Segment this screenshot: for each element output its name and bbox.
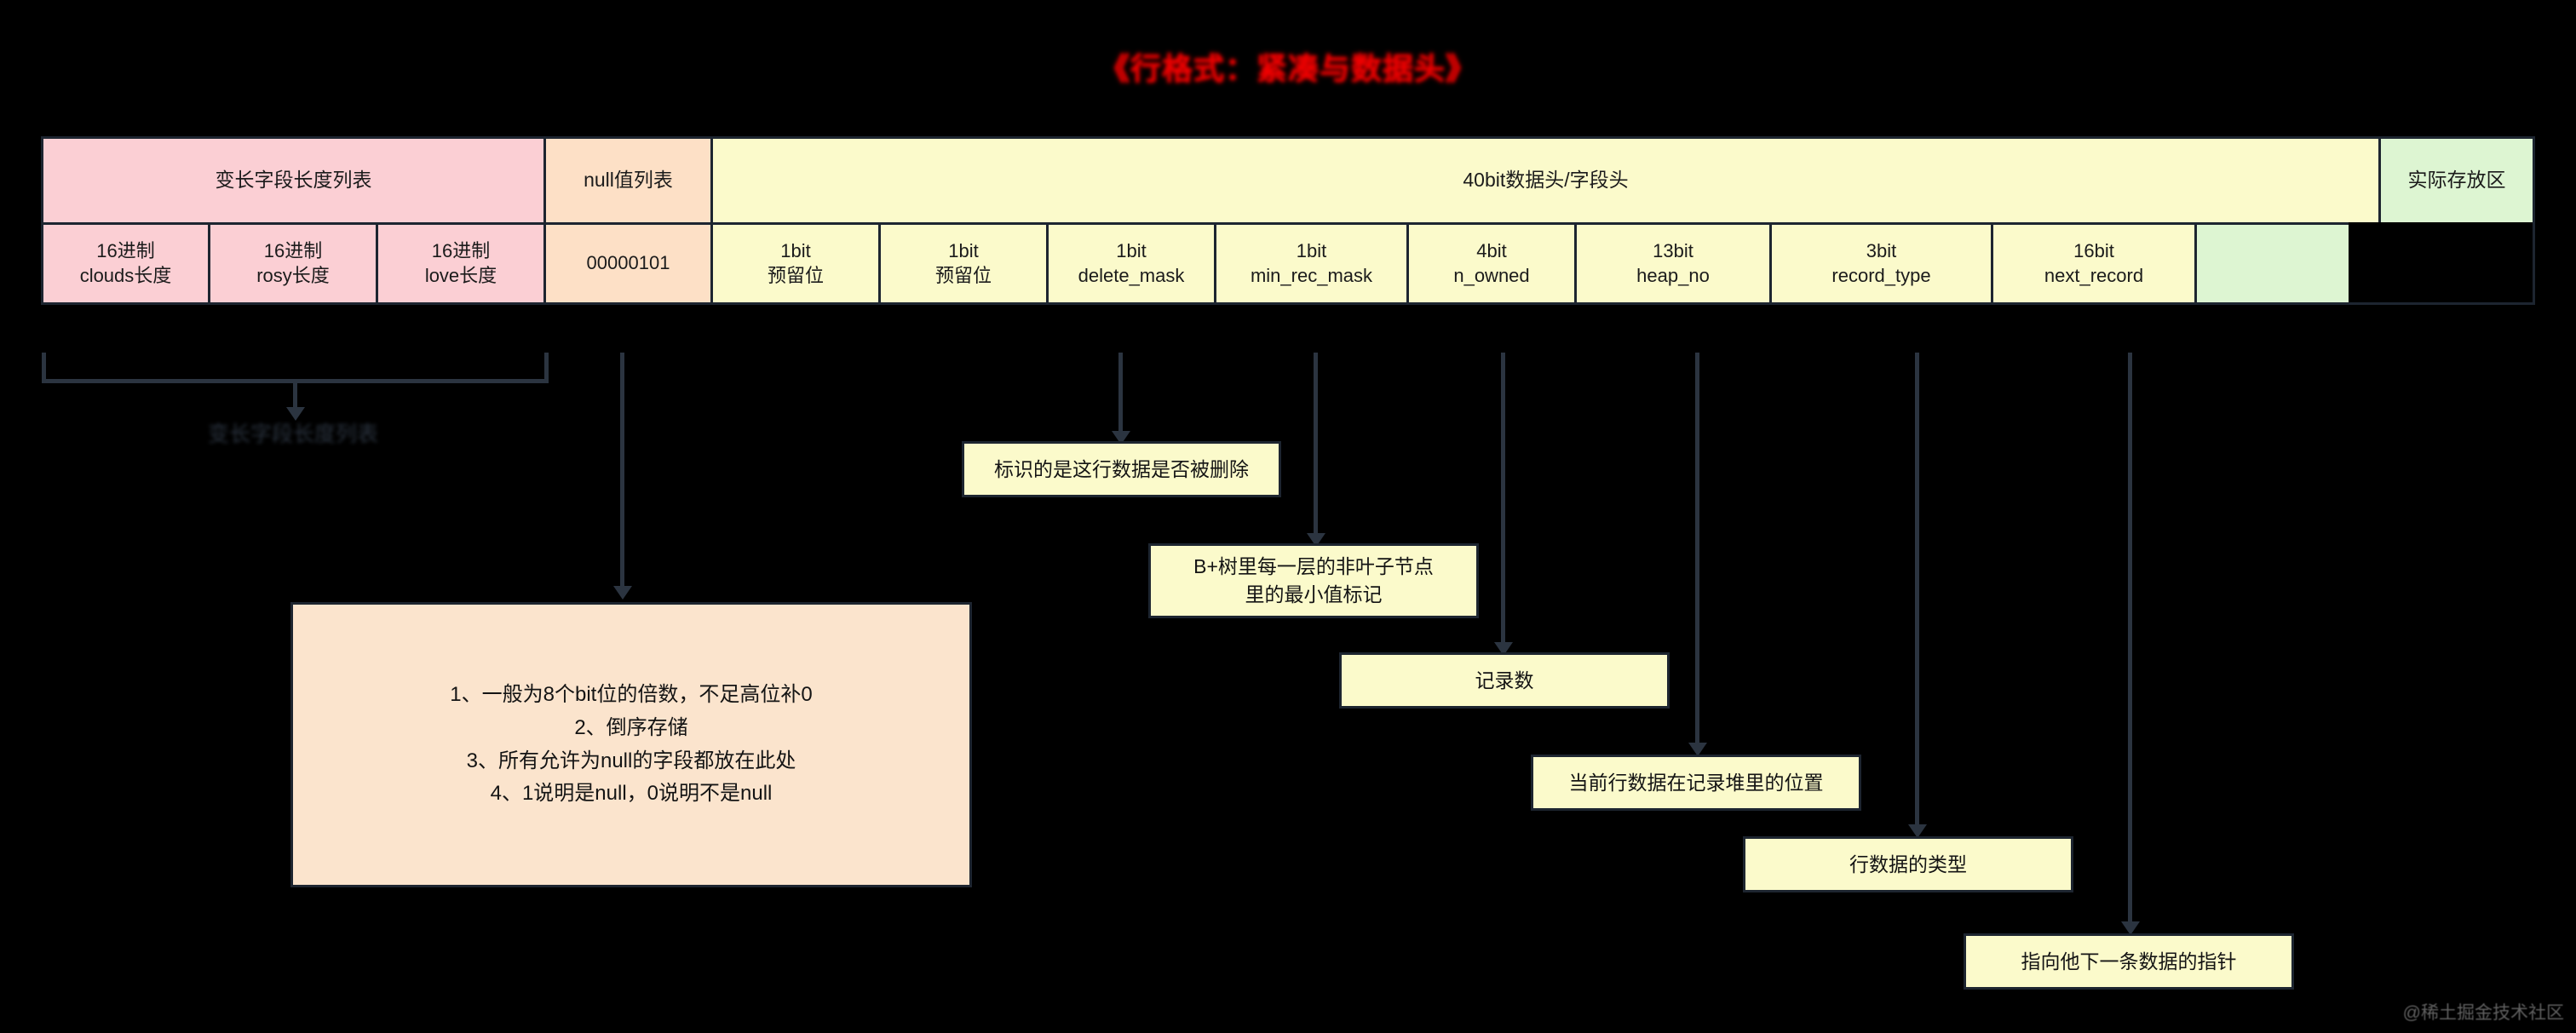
connector-delete-mask xyxy=(1118,353,1123,434)
connector-record-type xyxy=(1915,353,1919,828)
connector-record-type-arrow-icon xyxy=(1908,824,1927,838)
group-cell-var-length-list: 变长字段长度列表 xyxy=(43,139,546,222)
field-cell-heap-no: 13bit heap_no xyxy=(1577,222,1772,302)
connector-min-rec-mask xyxy=(1314,353,1318,537)
field-cell-n-owned: 4bit n_owned xyxy=(1409,222,1577,302)
connector-heap-no xyxy=(1695,353,1699,746)
var-length-bracket xyxy=(42,353,549,383)
note-heap-no: 当前行数据在记录堆里的位置 xyxy=(1531,755,1861,811)
field-cell-next-record: 16bit next_record xyxy=(1993,222,2197,302)
connector-null-rules-arrow-icon xyxy=(613,586,632,600)
note-n-owned: 记录数 xyxy=(1339,652,1670,709)
watermark: @稀土掘金技术社区 xyxy=(2402,1003,2564,1023)
field-cell-actual-data xyxy=(2197,222,2349,302)
field-cell-null-bitmap: 00000101 xyxy=(546,222,713,302)
bracket-label: 变长字段长度列表 xyxy=(208,422,379,446)
connector-n-owned xyxy=(1501,353,1505,646)
field-cell-min-rec-mask: 1bit min_rec_mask xyxy=(1216,222,1409,302)
note-null-rules: 1、一般为8个bit位的倍数，不足高位补0 2、倒序存储 3、所有允许为null… xyxy=(290,602,972,887)
connector-next-record-arrow-icon xyxy=(2121,921,2140,935)
field-cell-clouds-length: 16进制 clouds长度 xyxy=(43,222,210,302)
field-cell-reserved-1: 1bit 预留位 xyxy=(713,222,881,302)
group-cell-actual-data: 实际存放区 xyxy=(2381,139,2533,222)
field-cell-rosy-length: 16进制 rosy长度 xyxy=(210,222,378,302)
diagram-title: 《行格式：紧凑与数据头》 xyxy=(1098,51,1477,86)
note-min-rec-mask: B+树里每一层的非叶子节点 里的最小值标记 xyxy=(1148,543,1479,618)
note-next-record: 指向他下一条数据的指针 xyxy=(1964,933,2294,990)
field-cell-love-length: 16进制 love长度 xyxy=(378,222,546,302)
connector-heap-no-arrow-icon xyxy=(1688,743,1707,756)
field-cell-record-type: 3bit record_type xyxy=(1772,222,1993,302)
note-delete-mask: 标识的是这行数据是否被删除 xyxy=(962,441,1281,497)
field-cell-delete-mask: 1bit delete_mask xyxy=(1049,222,1216,302)
note-record-type: 行数据的类型 xyxy=(1743,836,2073,892)
connector-null-rules xyxy=(620,353,624,589)
table-group-row: 变长字段长度列表 null值列表 40bit数据头/字段头 实际存放区 xyxy=(43,139,2533,222)
bracket-arrow-icon xyxy=(286,407,305,421)
connector-next-record xyxy=(2128,353,2132,925)
table-field-row: 16进制 clouds长度 16进制 rosy长度 16进制 love长度 00… xyxy=(43,222,2533,302)
row-format-table: 变长字段长度列表 null值列表 40bit数据头/字段头 实际存放区 16进制… xyxy=(41,136,2535,305)
bracket-stem xyxy=(293,382,297,410)
field-cell-reserved-2: 1bit 预留位 xyxy=(881,222,1049,302)
group-cell-record-header: 40bit数据头/字段头 xyxy=(713,139,2381,222)
group-cell-null-list: null值列表 xyxy=(546,139,713,222)
